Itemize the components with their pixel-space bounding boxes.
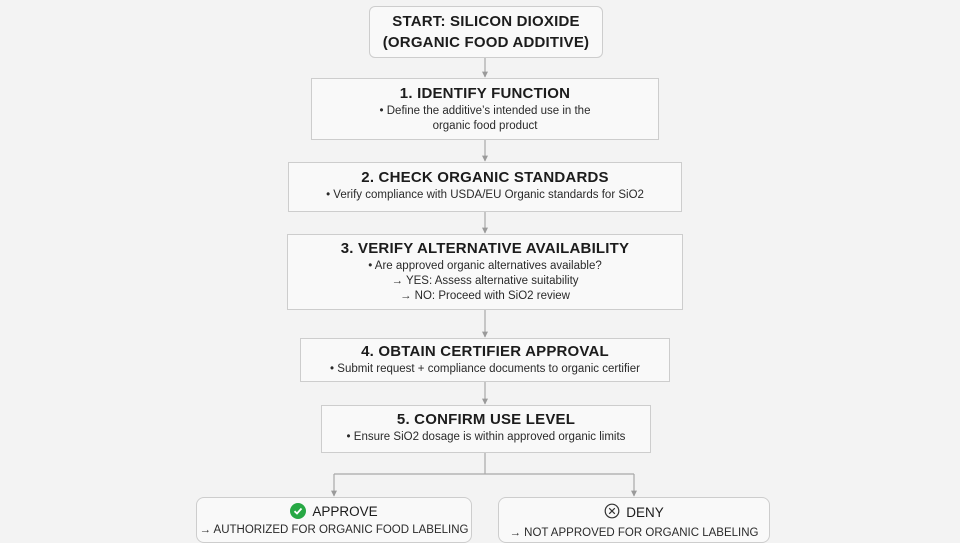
step-3-line-2: → YES: Assess alternative suitability (391, 275, 579, 287)
step-1-line-2: organic food product (432, 120, 538, 132)
step-5-line-1: • Ensure SiO2 dosage is within approved … (346, 431, 626, 443)
step-2-check-organic-standards: 2. CHECK ORGANIC STANDARDS • Verify comp… (288, 162, 682, 212)
deny-label: DENY (626, 505, 664, 520)
branch-connector (334, 453, 634, 475)
start-title-line1: START: SILICON DIOXIDE (392, 13, 580, 30)
step-3-line-1: • Are approved organic alternatives avai… (368, 260, 602, 272)
step-2-title: 2. CHECK ORGANIC STANDARDS (361, 169, 609, 186)
step-4-title: 4. OBTAIN CERTIFIER APPROVAL (361, 343, 609, 360)
check-circle-icon (290, 503, 307, 519)
step-3-line-3: → NO: Proceed with SiO2 review (399, 290, 570, 302)
step-3-title: 3. VERIFY ALTERNATIVE AVAILABILITY (340, 240, 630, 257)
step-1-title: 1. IDENTIFY FUNCTION (399, 85, 571, 102)
outcome-approve: APPROVE → AUTHORIZED FOR ORGANIC FOOD LA… (196, 497, 472, 543)
step-5-title: 5. CONFIRM USE LEVEL (396, 411, 576, 428)
deny-detail: → NOT APPROVED FOR ORGANIC LABELING (509, 527, 759, 539)
step-2-line-1: • Verify compliance with USDA/EU Organic… (326, 189, 644, 201)
step-5-confirm-use-level: 5. CONFIRM USE LEVEL • Ensure SiO2 dosag… (321, 405, 651, 453)
start-title-line2: (ORGANIC FOOD ADDITIVE) (382, 34, 590, 51)
step-1-identify-function: 1. IDENTIFY FUNCTION • Define the additi… (311, 78, 659, 140)
x-circle-icon (604, 503, 620, 522)
approve-label: APPROVE (312, 503, 378, 519)
approve-detail: → AUTHORIZED FOR ORGANIC FOOD LABELING (199, 524, 469, 536)
start-node: START: SILICON DIOXIDE (ORGANIC FOOD ADD… (369, 6, 603, 58)
step-4-line-1: • Submit request + compliance documents … (330, 363, 640, 375)
step-4-obtain-certifier-approval: 4. OBTAIN CERTIFIER APPROVAL • Submit re… (300, 338, 670, 382)
step-1-line-1: • Define the additive’s intended use in … (379, 105, 591, 117)
outcome-deny: DENY → NOT APPROVED FOR ORGANIC LABELING (498, 497, 770, 543)
step-3-verify-alternative-availability: 3. VERIFY ALTERNATIVE AVAILABILITY • Are… (287, 234, 683, 310)
